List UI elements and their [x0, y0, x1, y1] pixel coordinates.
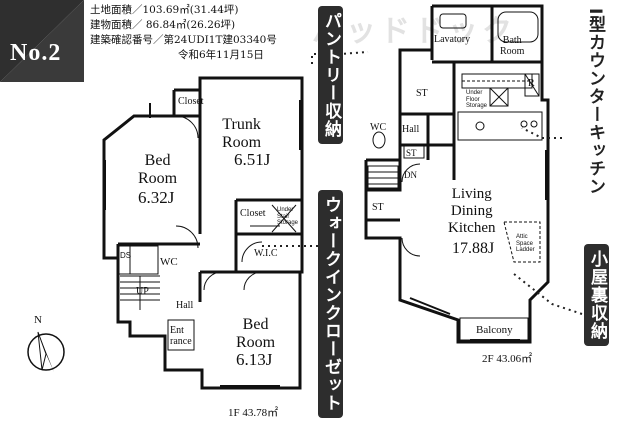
second-floor-area-label: 2F 43.06㎡	[482, 353, 533, 365]
bed-room-2-size: 6.13J	[236, 350, 273, 369]
storage-label-top: ST	[416, 88, 428, 99]
ldk-name: Living Dining Kitchen	[448, 186, 496, 236]
confirmation-date-text: 令和6年11月15日	[178, 49, 264, 61]
storage-label-mid: ST	[406, 148, 417, 158]
trunk-room-size: 6.51J	[234, 150, 271, 169]
attic-storage-callout: 小屋裏収納	[584, 244, 609, 346]
pantry-storage-callout: パントリー収納	[318, 6, 343, 144]
wc-label-1f: WC	[160, 256, 178, 268]
plan-number-badge	[0, 0, 84, 82]
land-area-text: 土地面積／103.69㎡(31.44坪)	[90, 4, 239, 16]
refrigerator-label: R	[528, 78, 535, 89]
bed-room-1-size: 6.32J	[138, 188, 175, 207]
hall-label-2f: Hall	[402, 124, 420, 135]
balcony-label: Balcony	[476, 324, 513, 336]
under-floor-storage-label: Under Floor Storage	[466, 90, 488, 110]
counter-kitchen-callout: I型カウンターキッチン	[585, 8, 605, 196]
wc-label-2f: WC	[370, 122, 387, 133]
under-stair-storage-label: Under Stair Storage	[277, 207, 299, 227]
hall-label-1f: Hall	[176, 300, 194, 311]
closet-label: Closet	[240, 208, 266, 219]
bed-room-1-name: Bed Room	[138, 152, 178, 187]
north-label: N	[34, 314, 42, 326]
north-compass-icon	[27, 331, 65, 372]
closet-label-top: Closet	[178, 96, 204, 107]
confirmation-number-text: 建築確認番号／第24UDI1T建03340号	[90, 34, 277, 46]
lavatory-label: Lavatory	[434, 34, 471, 45]
plan-number-label: No.2	[10, 40, 62, 66]
watermark: パッドドック	[312, 14, 516, 49]
wic-label: W.I.C	[254, 248, 278, 259]
trunk-room-name: Trunk Room	[222, 116, 262, 151]
entrance-label: Ent rance	[170, 325, 192, 347]
ldk-size: 17.88J	[452, 240, 495, 257]
storage-label-low: ST	[372, 202, 384, 213]
walk-in-closet-callout: ウォークインクローゼット	[318, 190, 343, 418]
second-floor-outer-wall	[364, 4, 550, 344]
bed-room-2-name: Bed Room	[236, 316, 276, 351]
down-stairs-label: DN	[404, 170, 417, 180]
ds-label: DS	[120, 251, 132, 260]
building-area-text: 建物面積／ 86.84㎡(26.26坪)	[90, 19, 236, 31]
attic-hatch-label: Attic Space Ladder	[516, 234, 535, 254]
first-floor-area-label: 1F 43.78㎡	[228, 407, 279, 419]
bath-room-label: Bath Room	[500, 35, 525, 57]
up-label: UP	[136, 286, 149, 297]
